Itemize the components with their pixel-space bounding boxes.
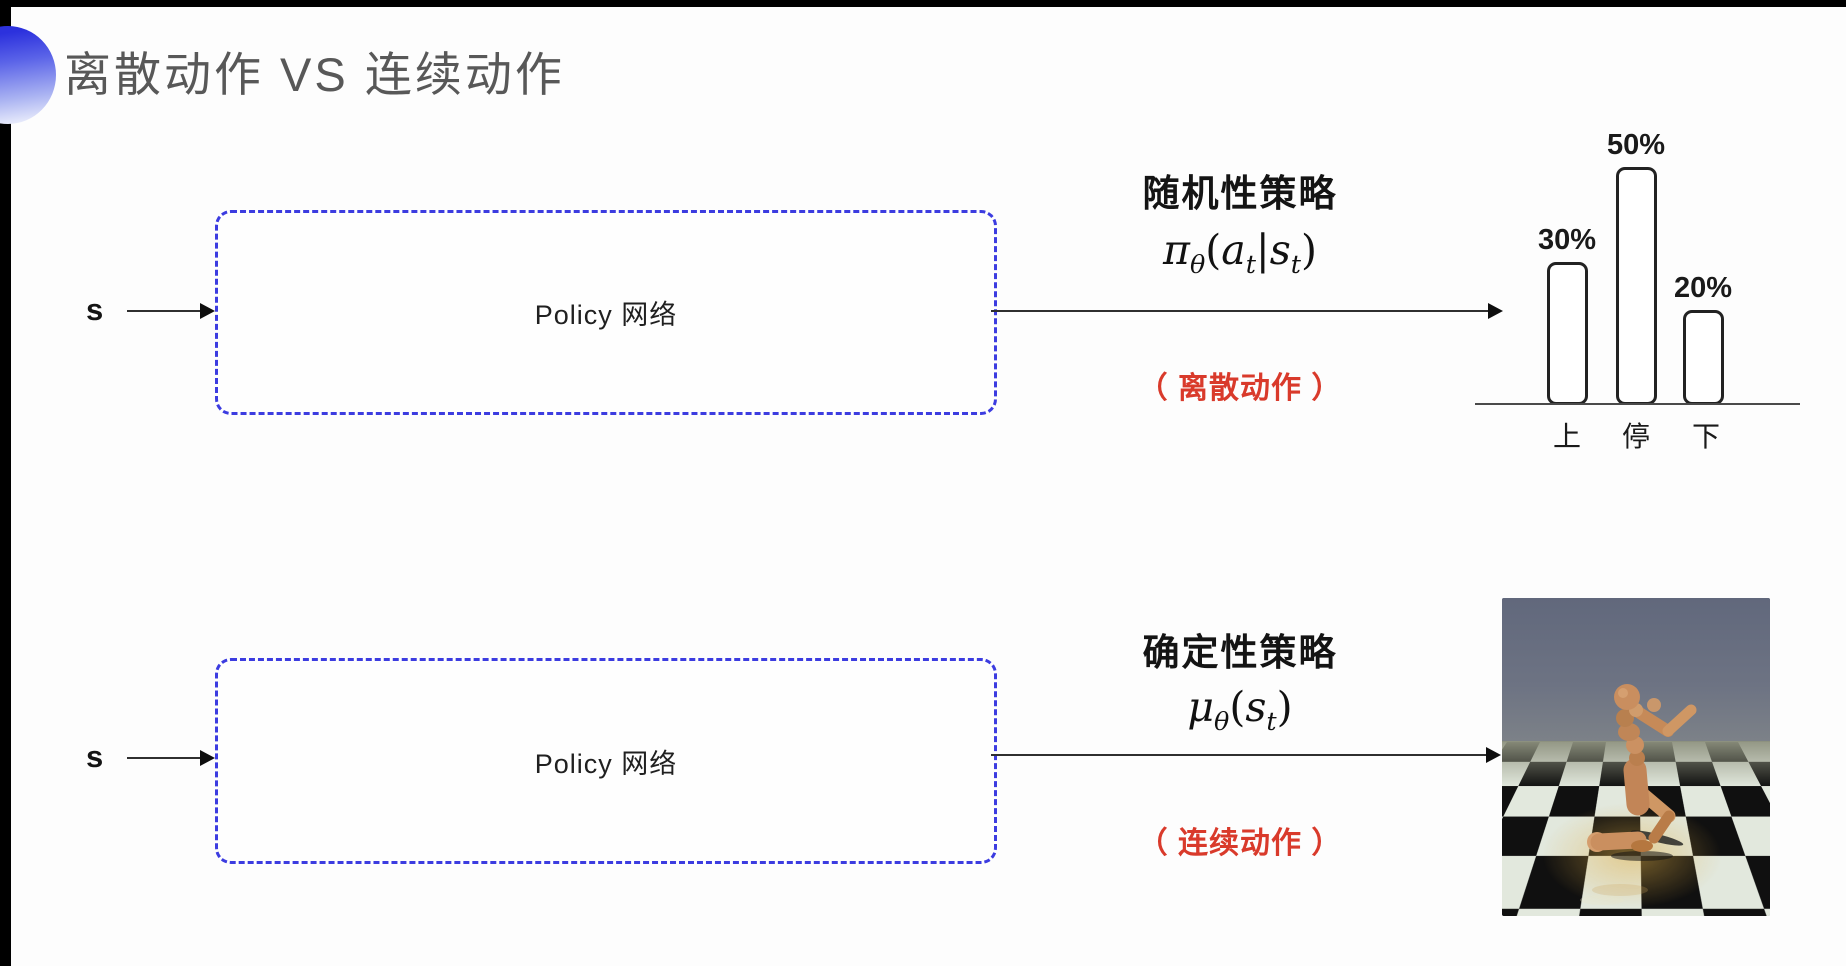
formula-part: μ — [1187, 683, 1215, 731]
frame-edge-top — [0, 0, 1846, 7]
sky-background — [1502, 598, 1770, 744]
slide-title: 离散动作 VS 连续动作 — [64, 48, 565, 101]
bar-column-down: 20% — [1663, 272, 1743, 405]
arrow-line — [127, 757, 201, 759]
bar-value-label: 20% — [1673, 272, 1733, 304]
bar-column-up: 30% — [1527, 224, 1607, 405]
formula-part: a — [1221, 226, 1246, 274]
formula-part: θ — [1189, 249, 1206, 280]
stochastic-policy-formula: πθ(at|st) — [1090, 226, 1390, 277]
formula-part: s — [1245, 683, 1267, 731]
formula-part: t — [1245, 249, 1256, 280]
arrow-line — [127, 310, 201, 312]
continuous-action-label: （ 连续动作 ） — [1137, 827, 1343, 860]
discrete-action-label: （ 离散动作 ） — [1137, 372, 1343, 405]
policy-network-label: Policy 网络 — [534, 748, 678, 779]
stochastic-policy-label: 随机性策略 — [1142, 173, 1338, 214]
formula-part: | — [1255, 226, 1270, 274]
bar-column-stop: 50% — [1596, 129, 1676, 405]
humanoid-simulation-image — [1502, 598, 1770, 916]
formula-part: s — [1269, 226, 1291, 274]
formula-part: ) — [1301, 226, 1317, 274]
bar-stop — [1615, 167, 1657, 405]
bar-category-label: 下 — [1691, 421, 1720, 452]
formula-part: ( — [1205, 226, 1222, 274]
policy-network-label: Policy 网络 — [534, 300, 678, 330]
bar-category-label: 停 — [1621, 421, 1650, 452]
arrowhead-icon — [200, 750, 215, 766]
state-input-label-top: s — [86, 292, 104, 327]
action-probability-bar-chart: 30% 50% 20% 上 停 下 — [1475, 95, 1803, 452]
frame-edge-left — [0, 0, 11, 966]
arrowhead-icon — [200, 303, 215, 319]
formula-part: t — [1290, 249, 1301, 280]
policy-network-box-bottom: Policy 网络 — [215, 658, 997, 864]
arrow-line — [991, 754, 1489, 756]
bar-value-label: 30% — [1537, 224, 1597, 256]
formula-part: ) — [1276, 683, 1293, 731]
title-bullet-icon — [0, 26, 56, 124]
deterministic-policy-label: 确定性策略 — [1142, 632, 1338, 673]
bar-value-label: 50% — [1606, 129, 1666, 161]
formula-part: π — [1162, 226, 1190, 274]
bar-down — [1682, 310, 1724, 405]
formula-part: t — [1266, 706, 1277, 737]
arrow-line — [991, 310, 1491, 312]
formula-part: θ — [1214, 706, 1230, 737]
arrowhead-icon — [1486, 747, 1501, 763]
bar-up — [1546, 262, 1588, 405]
bar-category-label: 上 — [1552, 421, 1581, 452]
state-input-label-bottom: s — [86, 739, 104, 774]
chart-baseline — [1475, 403, 1800, 405]
deterministic-policy-formula: μθ(st) — [1090, 683, 1390, 734]
formula-part: ( — [1229, 683, 1246, 731]
humanoid-robot-figure — [1580, 684, 1697, 905]
arrowhead-icon — [1488, 303, 1503, 319]
policy-network-box-top: Policy 网络 — [215, 210, 997, 415]
